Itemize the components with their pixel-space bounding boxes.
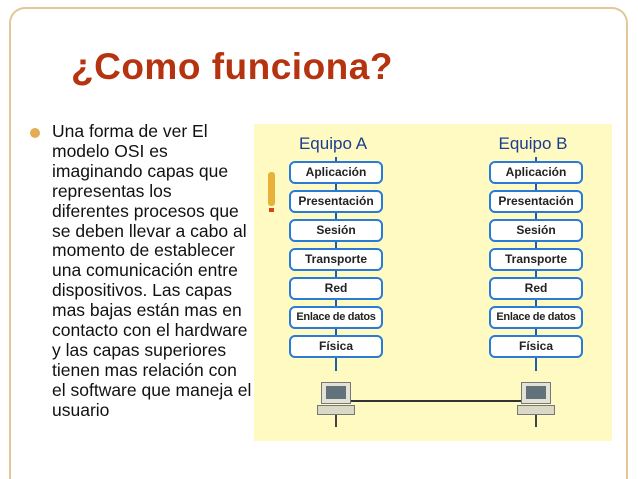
equipo-a-title: Equipo A	[298, 134, 368, 153]
pc-cable	[535, 415, 537, 427]
exclamation-dot-icon	[269, 208, 274, 212]
layer-red-a: Red	[289, 277, 383, 300]
bullet-item: Una forma de ver El modelo OSI es imagin…	[30, 122, 252, 479]
network-link	[340, 400, 525, 402]
layer-fisica-b: Física	[489, 335, 583, 358]
bullet-dot-icon	[30, 128, 40, 138]
layer-enlace-a: Enlace de datos	[289, 306, 383, 329]
layer-aplicacion-a: Aplicación	[289, 161, 383, 184]
computer-a-icon	[317, 382, 355, 427]
layer-presentacion-b: Presentación	[489, 190, 583, 213]
screen	[326, 386, 346, 399]
slide-frame	[9, 7, 628, 479]
pc-base	[317, 405, 355, 415]
monitor	[321, 382, 351, 404]
equipo-b-title: Equipo B	[498, 134, 568, 153]
layer-presentacion-a: Presentación	[289, 190, 383, 213]
pc-base	[517, 405, 555, 415]
layer-aplicacion-b: Aplicación	[489, 161, 583, 184]
equipo-a-stack: Aplicación Presentación Sesión Transport…	[289, 157, 383, 371]
layer-enlace-b: Enlace de datos	[489, 306, 583, 329]
monitor	[521, 382, 551, 404]
layer-red-b: Red	[489, 277, 583, 300]
screen	[526, 386, 546, 399]
layer-sesion-a: Sesión	[289, 219, 383, 242]
osi-diagram: Equipo A Equipo B Aplicación Presentació…	[254, 124, 612, 441]
equipo-b-stack: Aplicación Presentación Sesión Transport…	[489, 157, 583, 371]
computer-b-icon	[517, 382, 555, 427]
bullet-text: Una forma de ver El modelo OSI es imagin…	[52, 122, 252, 420]
pc-cable	[335, 415, 337, 427]
layer-transporte-b: Transporte	[489, 248, 583, 271]
exclamation-icon	[268, 172, 275, 206]
slide-title: ¿Como funciona?	[71, 46, 393, 87]
layer-transporte-a: Transporte	[289, 248, 383, 271]
layer-fisica-a: Física	[289, 335, 383, 358]
layer-sesion-b: Sesión	[489, 219, 583, 242]
